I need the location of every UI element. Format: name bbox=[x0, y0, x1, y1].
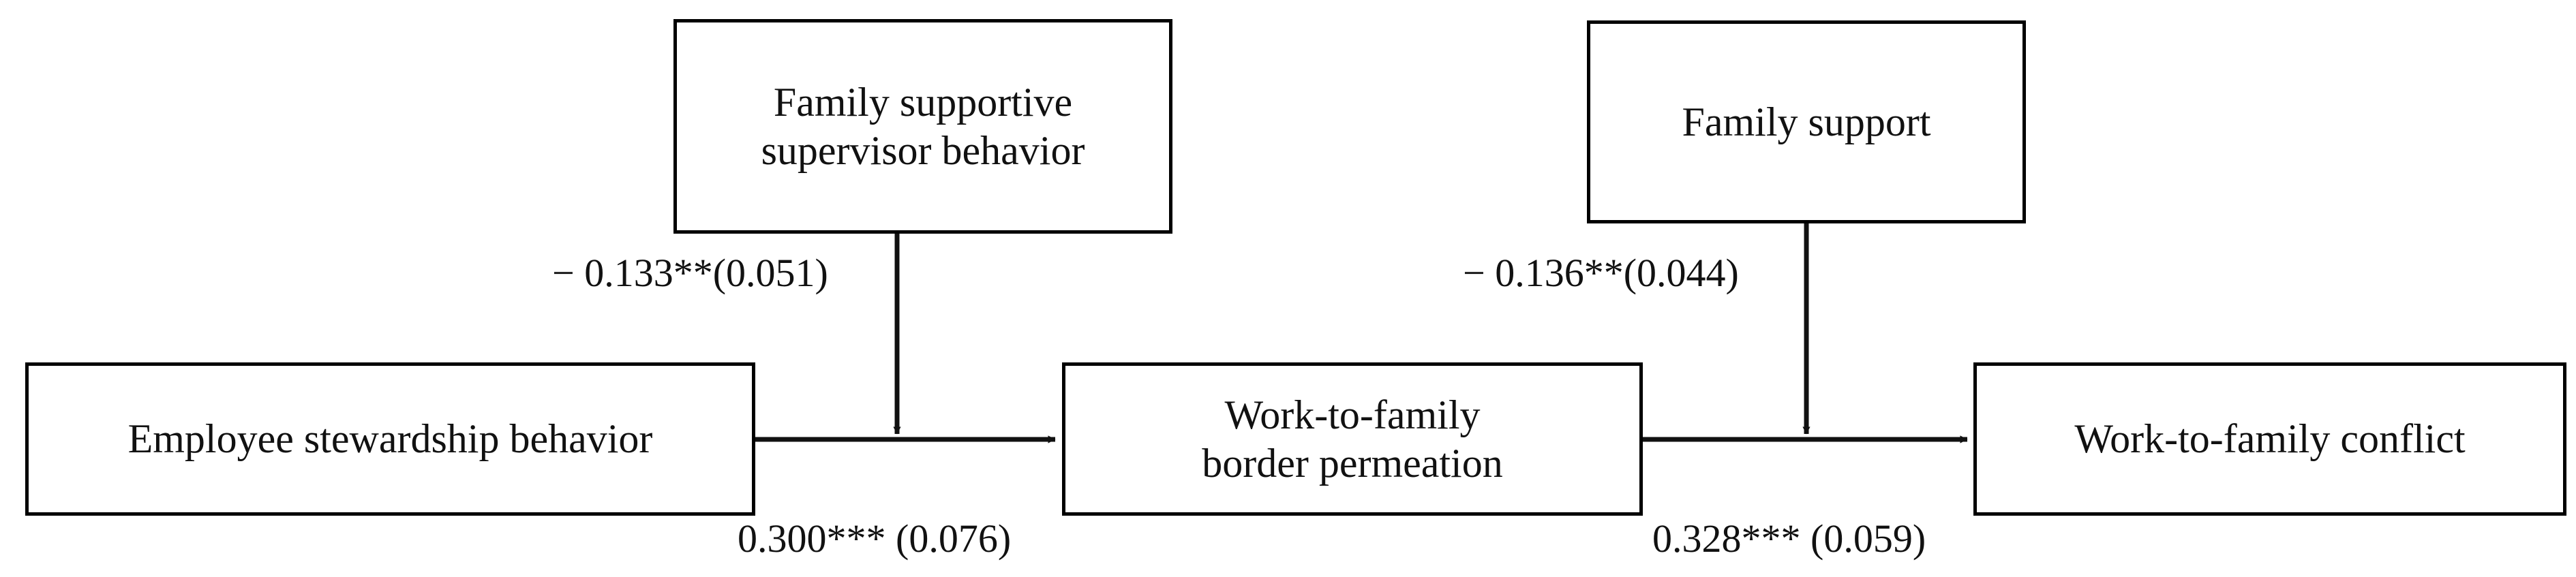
edge-label-fssb-moderation: − 0.133**(0.051) bbox=[552, 251, 828, 295]
edge-label-esb-to-permeation: 0.300*** (0.076) bbox=[738, 516, 1012, 561]
node-work-to-family-conflict-label: Work-to-family conflict bbox=[2074, 416, 2466, 462]
node-work-to-family-border-permeation-label: Work-to-family border permeation bbox=[1202, 392, 1503, 486]
node-work-to-family-conflict[interactable]: Work-to-family conflict bbox=[1973, 362, 2566, 516]
node-fssb-label: Family supportive supervisor behavior bbox=[761, 79, 1085, 173]
node-employee-stewardship-behavior[interactable]: Employee stewardship behavior bbox=[25, 362, 755, 516]
node-work-to-family-border-permeation[interactable]: Work-to-family border permeation bbox=[1062, 362, 1643, 516]
edge-label-permeation-to-conflict: 0.328*** (0.059) bbox=[1652, 516, 1926, 561]
node-family-support-label: Family support bbox=[1682, 99, 1931, 144]
node-employee-stewardship-behavior-label: Employee stewardship behavior bbox=[127, 416, 653, 462]
edge-label-family-support-moderation: − 0.136**(0.044) bbox=[1463, 251, 1739, 295]
node-family-support[interactable]: Family support bbox=[1587, 20, 2026, 223]
node-fssb[interactable]: Family supportive supervisor behavior bbox=[673, 19, 1172, 234]
